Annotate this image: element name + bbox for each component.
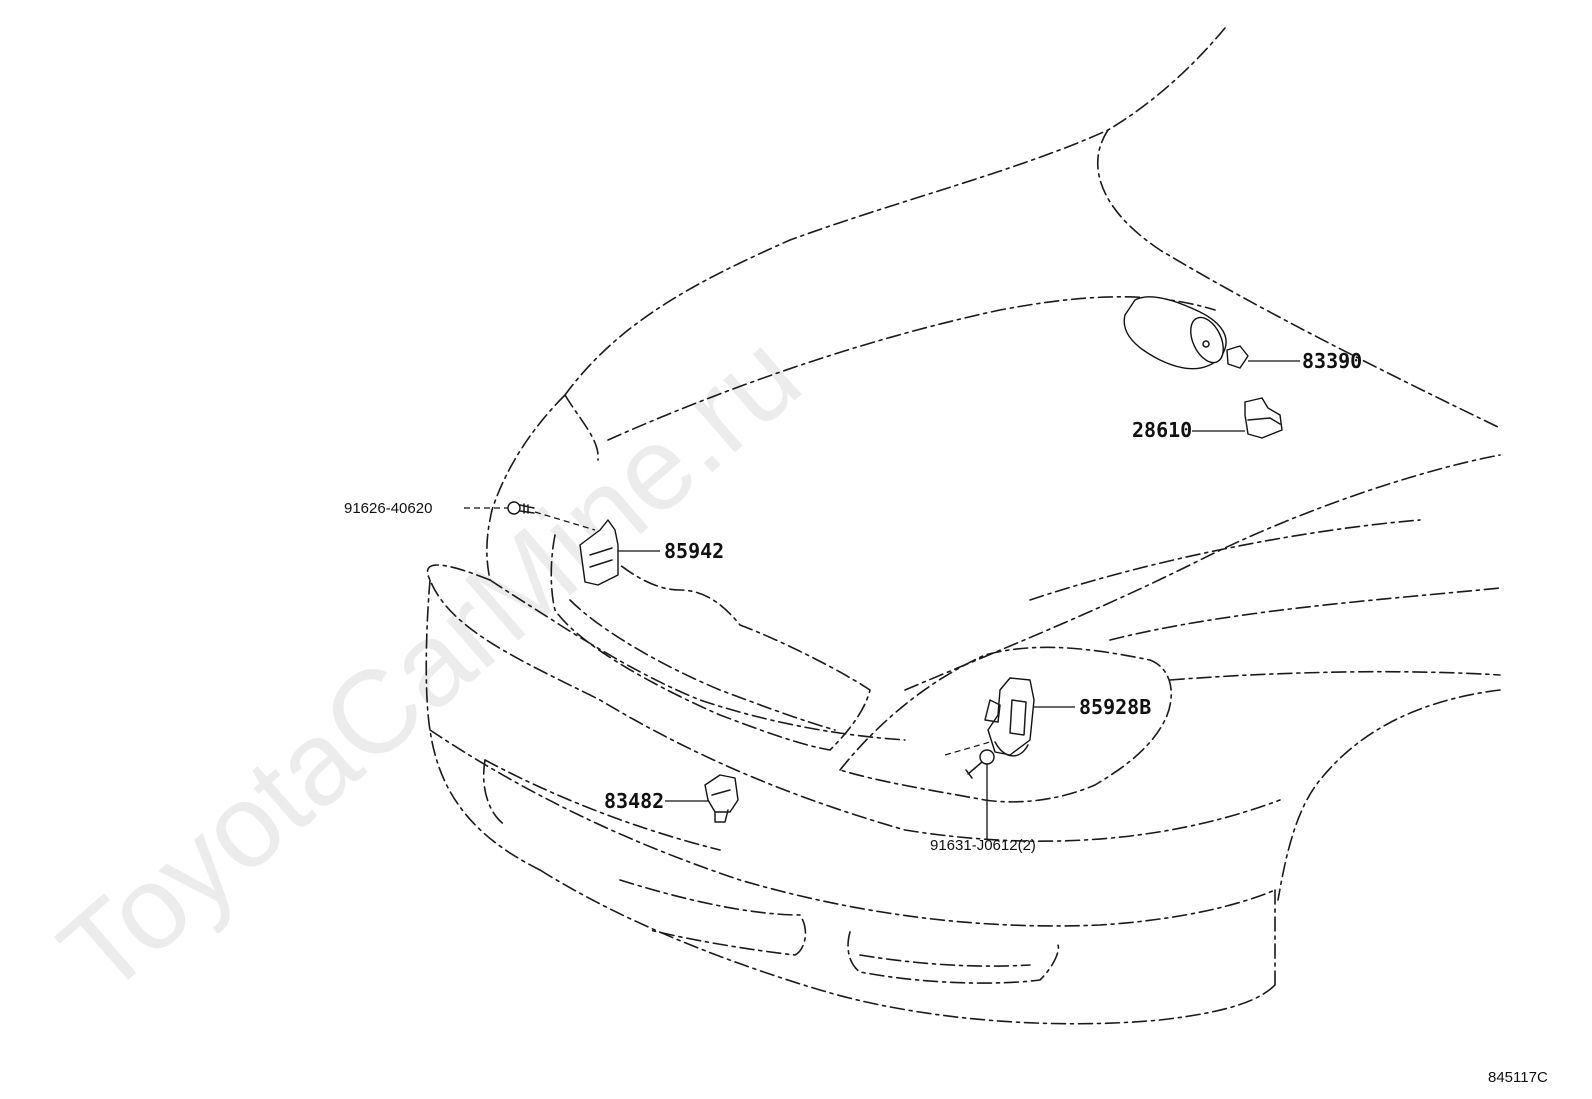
part-85928B: 85928B xyxy=(984,677,1151,757)
part-85942: 85942 xyxy=(579,519,724,586)
part-91631-J0612: 91631-J0612(2) xyxy=(930,741,1036,854)
label-85942: 85942 xyxy=(664,539,724,563)
label-85928B: 85928B xyxy=(1079,695,1151,719)
label-91626-40620: 91626-40620 xyxy=(344,500,432,517)
part-83390: 83390 xyxy=(1123,296,1362,373)
diagram-code: 845117C xyxy=(1488,1069,1548,1086)
part-28610: 28610 xyxy=(1132,397,1283,442)
label-83482: 83482 xyxy=(604,789,664,813)
vehicle-outline xyxy=(425,27,1501,1025)
part-91626-40620: 91626-40620 xyxy=(344,500,596,531)
watermark: ToyotaCarMine.ru xyxy=(35,309,824,1020)
label-28610: 28610 xyxy=(1132,418,1192,442)
label-91631-J0612: 91631-J0612(2) xyxy=(930,837,1036,854)
label-83390: 83390 xyxy=(1302,349,1362,373)
part-83482: 83482 xyxy=(604,774,739,823)
